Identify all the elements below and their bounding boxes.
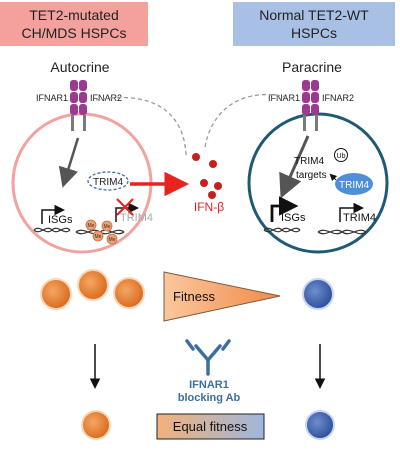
right-trim4-gene-label: TRIM4 [343,212,376,224]
right-ifnar1-label: IFNAR1 [268,93,300,103]
right-trim4-badge [335,173,373,195]
targets-label: targets [296,170,327,181]
mutant-cell-1 [40,278,72,310]
paracrine-label: Paracrine [282,59,342,75]
right-trim4-promoter-arrow [339,202,364,222]
equal-fitness-box [156,413,265,440]
me-label-3: Me [104,224,111,230]
left-trim4-protein [87,171,129,191]
left-isg-promoter-arrow [41,204,65,224]
equal-fitness-label: Equal fitness [173,419,248,434]
fitness-wedge [163,271,281,322]
right-title-box [233,2,395,46]
me-label-1: Me [88,223,95,229]
mutant-cell-3 [113,277,145,309]
ifn-beta-dots [192,153,222,199]
right-isgs-label: ISGs [281,212,306,224]
left-title-line1: TET2-mutated [29,7,118,23]
left-ifnar1-label: IFNAR1 [36,93,68,103]
antibody-icon [185,339,231,376]
antibody-line1: IFNAR1 [189,379,229,391]
right-isg-promoter-arrow [270,196,299,222]
right-title-line1: Normal TET2-WT [259,7,369,23]
left-title-line2: CH/MDS HSPCs [21,25,126,41]
left-isgs-label: ISGs [48,214,73,226]
autocrine-dashed-arc [95,96,187,156]
right-signal-arrow [279,135,310,199]
wt-cell-bottom [305,410,335,440]
right-trim4-label: TRIM4 [294,156,324,167]
left-trim4-label: TRIM4 [93,177,123,188]
me-label-2: Me [95,234,102,240]
left-isg-dna [33,227,71,233]
right-ifnar2-label: IFNAR2 [322,93,354,103]
right-isg-dna [263,227,301,233]
left-title-box [0,2,148,46]
targets-arrow [329,173,338,182]
right-title-line2: HSPCs [291,25,337,41]
antibody-line2: blocking Ab [178,392,241,404]
left-trim4-promoter-arrow [115,202,139,222]
ub-label: Ub [337,153,346,160]
right-trim4-badge-label: TRIM4 [339,180,369,191]
right-receptor-icon [302,80,319,131]
mutant-cell-bottom [81,410,111,440]
left-signal-arrow [58,137,80,188]
ifn-beta-label: IFN-β [194,200,224,214]
left-receptor-icon [70,80,87,131]
autocrine-label: Autocrine [50,59,109,75]
ubiquitin-icon [334,148,348,162]
methylation-marks [85,219,118,245]
right-trim4-dna [317,229,367,235]
wt-cell-top [302,278,334,310]
paracrine-dashed-arc [204,93,297,148]
repression-x-icon [116,198,134,216]
fitness-label: Fitness [173,289,215,304]
me-label-4: Me [109,237,116,243]
mutant-cell-2 [77,269,109,301]
left-trim4-gene-label: TRIM4 [120,212,153,224]
